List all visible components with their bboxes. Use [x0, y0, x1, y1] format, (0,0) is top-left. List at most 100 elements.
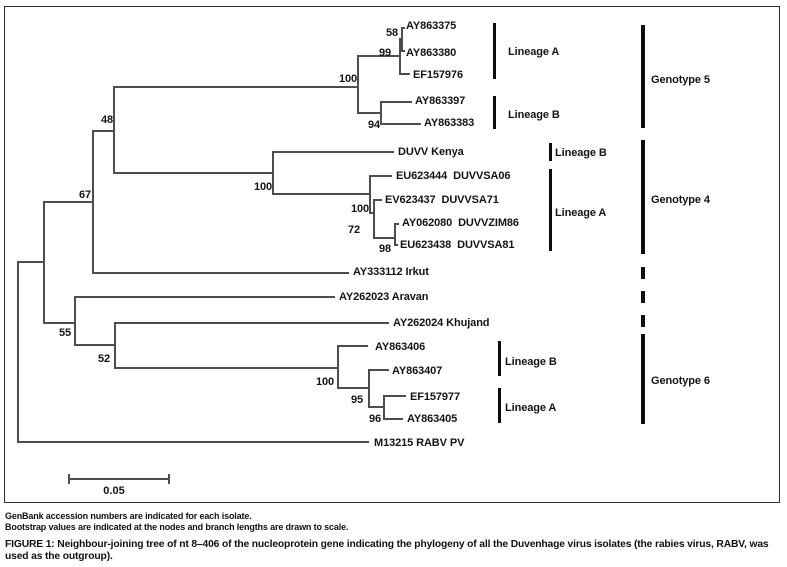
- scale-bar-tick: [68, 474, 70, 484]
- genotype-bar: [641, 140, 645, 254]
- taxon-label: EF157977: [410, 390, 460, 403]
- genotype-bar: [641, 25, 645, 128]
- branch-line: [114, 86, 358, 88]
- branch-line: [18, 441, 369, 443]
- branch-line: [272, 151, 274, 195]
- branch-line: [399, 38, 401, 75]
- branch-line: [74, 296, 76, 346]
- branch-line: [18, 261, 44, 263]
- branch-line: [113, 86, 115, 174]
- branch-line: [394, 223, 396, 246]
- taxon-label: AY863380: [406, 46, 457, 59]
- branch-line: [357, 55, 359, 114]
- branch-line: [43, 201, 45, 324]
- branch-line: [374, 199, 382, 201]
- branch-line: [114, 172, 273, 174]
- taxon-label: AY863383: [424, 116, 475, 129]
- bootstrap-value: 67: [79, 189, 92, 201]
- taxon-label: EU623438 DUVVSA81: [400, 238, 515, 251]
- branch-line: [395, 223, 399, 225]
- taxon-label: AY333112 Irkut: [353, 265, 429, 278]
- bootstrap-value: 100: [254, 181, 273, 193]
- scale-bar-line: [69, 478, 169, 480]
- branch-line: [114, 322, 116, 369]
- branch-line: [338, 387, 369, 389]
- branch-line: [368, 369, 370, 408]
- taxon-label: DUVV Kenya: [398, 145, 464, 158]
- branch-line: [370, 212, 374, 214]
- branch-line: [381, 101, 412, 103]
- genotype-dash: [641, 267, 645, 279]
- bootstrap-value: 99: [379, 47, 392, 59]
- branch-line: [273, 151, 394, 153]
- branch-line: [369, 175, 371, 214]
- branch-line: [402, 27, 405, 29]
- bootstrap-value: 100: [316, 376, 335, 388]
- bootstrap-value: 94: [368, 119, 381, 131]
- taxon-label: AY863375: [406, 19, 457, 32]
- branch-line: [115, 322, 389, 324]
- figure-note-genbank: GenBank accession numbers are indicated …: [5, 511, 252, 521]
- branch-line: [337, 345, 339, 389]
- branch-line: [338, 345, 368, 347]
- branch-line: [75, 296, 335, 298]
- branch-line: [374, 237, 395, 239]
- bootstrap-value: 55: [59, 327, 72, 339]
- branch-line: [17, 261, 19, 443]
- lineage-bar: [497, 388, 501, 423]
- bootstrap-value: 100: [339, 73, 358, 85]
- genotype-bar: [641, 334, 645, 424]
- bootstrap-value: 98: [379, 243, 392, 255]
- genotype-dash: [641, 315, 645, 327]
- figure-caption: FIGURE 1: Neighbour-joining tree of nt 8…: [5, 539, 769, 562]
- branch-line: [383, 395, 385, 420]
- branch-line: [115, 367, 338, 369]
- branch-line: [44, 322, 75, 324]
- branch-line: [400, 38, 402, 40]
- lineage-label: Lineage A: [555, 206, 607, 219]
- lineage-bar: [548, 143, 552, 161]
- branch-line: [44, 201, 93, 203]
- lineage-label: Lineage B: [508, 108, 560, 121]
- bootstrap-value: 72: [348, 224, 361, 236]
- branch-line: [358, 112, 381, 114]
- taxon-label: AY863407: [392, 364, 443, 377]
- branch-line: [75, 344, 115, 346]
- branch-line: [370, 175, 392, 177]
- lineage-label: Lineage B: [555, 146, 607, 159]
- bootstrap-value: 52: [98, 353, 111, 365]
- genotype-label: Genotype 4: [651, 193, 710, 206]
- taxon-label: AY262023 Aravan: [339, 290, 429, 303]
- scale-bar-tick: [168, 474, 170, 484]
- genotype-dash: [641, 291, 645, 303]
- taxon-label: AY262024 Khujand: [393, 316, 490, 329]
- bootstrap-value: 96: [369, 413, 382, 425]
- taxon-label: AY062080 DUVVZIM86: [402, 216, 519, 229]
- bootstrap-value: 58: [386, 27, 399, 39]
- taxon-label: EU623444 DUVVSA06: [396, 169, 511, 182]
- scale-bar-label: 0.05: [103, 484, 125, 497]
- branch-line: [395, 244, 398, 246]
- branch-line: [384, 395, 406, 397]
- lineage-label: Lineage A: [505, 401, 557, 414]
- bootstrap-value: 100: [351, 203, 370, 215]
- branch-line: [384, 418, 403, 420]
- branch-line: [373, 199, 375, 239]
- branch-line: [369, 406, 384, 408]
- lineage-label: Lineage A: [508, 45, 560, 58]
- lineage-bar: [548, 169, 552, 251]
- figure-note-bootstrap: Bootstrap values are indicated at the no…: [5, 522, 349, 532]
- lineage-bar: [497, 341, 501, 376]
- branch-line: [273, 193, 370, 195]
- lineage-label: Lineage B: [505, 355, 557, 368]
- branch-line: [358, 55, 400, 57]
- branch-line: [401, 27, 403, 52]
- taxon-label: AY863405: [407, 412, 458, 425]
- genotype-label: Genotype 6: [651, 374, 710, 387]
- taxon-label: EV623437 DUVVSA71: [385, 193, 499, 206]
- branch-line: [400, 73, 410, 75]
- taxon-label: M13215 RABV PV: [374, 436, 465, 449]
